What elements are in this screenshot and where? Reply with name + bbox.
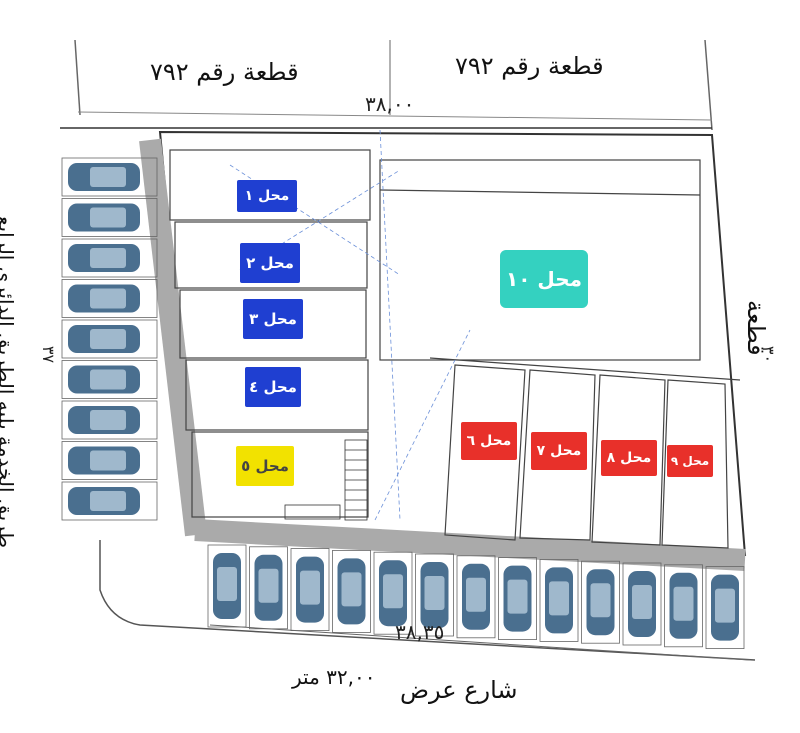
parked-car [373, 551, 413, 635]
parked-car [61, 441, 158, 480]
dimension-bottom-width: ٣٨,٣٥ [395, 620, 445, 644]
parked-car [61, 360, 158, 399]
plot-label-left: قطعة رقم ٧٩٢ [150, 58, 299, 86]
shop-8-label: محل ٨ [606, 450, 652, 466]
parked-car [61, 198, 158, 237]
dimension-top-width: ٣٨,٠٠ [365, 92, 415, 116]
shop-5: محل ٥ [236, 446, 294, 486]
shop-3: محل ٣ [243, 299, 303, 339]
dimension-right-depth: ٣٠ [759, 345, 779, 364]
parked-car [622, 562, 662, 646]
parked-car [61, 481, 158, 521]
parked-car [456, 555, 496, 639]
parked-car [61, 157, 158, 197]
left-parking-column [61, 157, 158, 521]
bottom-parking-row [207, 544, 745, 649]
parked-car [61, 319, 158, 359]
front-street-label: شارع عرض [400, 676, 518, 704]
parked-car [705, 566, 745, 649]
shop-4: محل ٤ [245, 367, 301, 407]
shop-10-label: محل ١٠ [505, 267, 583, 291]
shop-9: محل ٩ [667, 445, 713, 477]
parked-car [61, 238, 158, 278]
shop-8: محل ٨ [601, 440, 657, 476]
parked-car [290, 548, 330, 631]
shop-1: محل ١ [237, 180, 297, 212]
parked-car [61, 400, 158, 440]
shop-6: محل ٦ [461, 422, 517, 460]
shop-4-label: محل ٤ [249, 378, 297, 396]
plot-label-right: قطعة رقم ٧٩٢ [455, 52, 604, 80]
shop-7: محل ٧ [531, 432, 587, 470]
shop-1-label: محل ١ [244, 188, 290, 204]
parked-car [415, 553, 454, 637]
shop-7-label: محل ٧ [536, 443, 582, 459]
parked-car [581, 560, 620, 644]
shop-2-label: محل ٢ [246, 254, 294, 272]
shop-5-label: محل ٥ [241, 457, 289, 475]
shop-9-label: محل ٩ [670, 454, 710, 468]
parked-car [61, 279, 158, 318]
parked-car [332, 550, 371, 633]
shop-6-label: محل ٦ [466, 433, 512, 449]
shop-10: محل ١٠ [500, 250, 588, 308]
parked-car [249, 546, 288, 630]
parked-car [664, 564, 703, 648]
dimension-left-depth: ٣٧ [39, 345, 59, 364]
front-street-width-label: ٣٢,٠٠ متر [292, 665, 376, 689]
parked-car [498, 557, 537, 640]
parked-car [207, 544, 247, 628]
shop-2: محل ٢ [240, 243, 300, 283]
side-road-label: طريق الخدمة يليه الطريق الدائري الرابع [0, 215, 19, 549]
parked-car [539, 559, 579, 642]
shop-3-label: محل ٣ [249, 310, 297, 328]
